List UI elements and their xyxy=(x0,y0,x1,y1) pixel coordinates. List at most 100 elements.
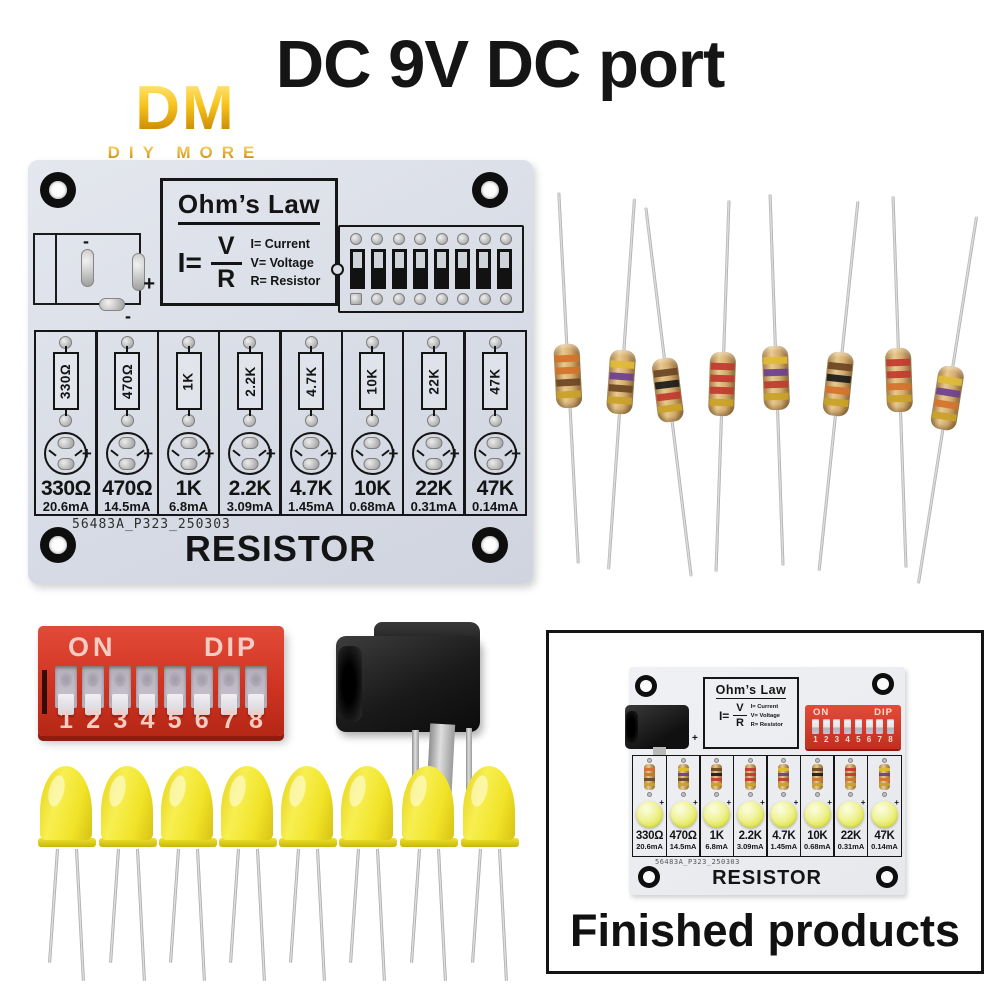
led-pad xyxy=(180,458,198,470)
resistor-current: 3.09mA xyxy=(226,499,273,515)
resistor-color-band xyxy=(711,778,723,781)
formula-i: I= xyxy=(718,709,730,724)
jack-port-opening xyxy=(338,646,362,722)
resistor-current: 6.8mA xyxy=(169,499,209,515)
legend-resistor: R= Resistor xyxy=(250,274,321,289)
plus-mark: + xyxy=(692,798,698,807)
led-footprint xyxy=(167,432,211,475)
dip-footprint-switch xyxy=(434,249,449,289)
assembled-dc-jack xyxy=(625,705,689,756)
dip-footprint-pad xyxy=(392,233,405,245)
yellow-led xyxy=(38,766,96,986)
assembled-led xyxy=(736,801,764,828)
resistor-value: 2.2K xyxy=(228,477,272,500)
mounting-hole xyxy=(635,675,657,697)
led-dome xyxy=(281,766,333,840)
yellow-led xyxy=(279,766,337,986)
solder-pad xyxy=(647,758,653,763)
formula-v: V xyxy=(210,233,242,265)
led-footprint xyxy=(473,432,517,475)
dip-number: 8 xyxy=(249,706,263,734)
resistor-body xyxy=(553,343,583,409)
resistor-color-band xyxy=(644,773,656,776)
loose-resistor xyxy=(757,194,796,567)
ohms-law-title-text: Ohm’s Law xyxy=(715,683,787,699)
finished-products-panel: + Ohm’s Law I= V R I= Current V= Voltage… xyxy=(546,630,984,974)
resistor-value: 470Ω xyxy=(669,830,697,842)
led-footprint xyxy=(105,432,149,475)
resistor-color-band xyxy=(878,783,890,786)
formula-i: I= xyxy=(177,247,202,278)
resistor-color-band xyxy=(710,362,735,371)
page-title: DC 9V DC port xyxy=(275,27,726,102)
solder-pad xyxy=(881,792,887,797)
mounting-hole xyxy=(472,527,508,563)
led-pad xyxy=(425,458,443,470)
resistor-color-band xyxy=(764,392,789,401)
resistor-current: 0.68mA xyxy=(804,842,831,852)
dc-jack-footprint: - + - xyxy=(33,231,155,326)
resistor-color-band xyxy=(764,380,789,389)
mounting-hole xyxy=(472,172,508,208)
dip-footprint-pad xyxy=(414,293,427,305)
led-pad xyxy=(241,437,259,449)
resistor-value: 2.2K xyxy=(738,830,762,842)
led-pad xyxy=(486,437,504,449)
resistor-color-band xyxy=(609,372,634,381)
resistor-color-band xyxy=(887,382,912,391)
resistor-color-band xyxy=(778,778,790,781)
loose-resistor xyxy=(545,192,590,565)
led-dome xyxy=(221,766,273,840)
dip-footprint-pad xyxy=(478,233,491,245)
led-footprint xyxy=(412,432,456,475)
resistor-symbol-label: 22K xyxy=(426,367,442,395)
dip-footprint-pad xyxy=(414,233,427,245)
dip-number: 4 xyxy=(845,735,850,744)
dip-footprint-pad xyxy=(350,293,362,305)
resistor-color-band xyxy=(826,373,852,384)
led-lead xyxy=(75,848,85,981)
resistor-color-band xyxy=(654,379,680,390)
resistor-color-band xyxy=(886,370,911,379)
resistor-color-band xyxy=(763,356,788,365)
led-pad xyxy=(241,458,259,470)
led-lead xyxy=(229,848,240,963)
resistor-value: 330Ω xyxy=(40,477,91,500)
board-title: RESISTOR xyxy=(712,867,822,889)
resistor-color-band xyxy=(656,391,681,402)
resistor-current: 6.8mA xyxy=(705,842,728,852)
solder-pad xyxy=(814,758,820,763)
resistor-value: 4.7K xyxy=(772,830,796,842)
assembled-resistor xyxy=(744,764,756,790)
dip-number: 3 xyxy=(834,735,840,744)
dip-slider xyxy=(244,666,267,715)
minus-mark: - xyxy=(125,306,131,326)
ohms-law-formula: I= V R I= Current V= Voltage R= Resistor xyxy=(705,702,797,729)
formula-fraction: V R xyxy=(733,702,747,729)
dip-footprint-pad xyxy=(350,233,362,245)
pad-row xyxy=(350,293,512,305)
brand-logo: DM DIY MORE xyxy=(78,78,293,163)
led-dome xyxy=(101,766,153,840)
led-pad xyxy=(118,437,136,449)
led-flange xyxy=(159,838,217,847)
resistor-color-band xyxy=(709,386,734,395)
resistor-symbol: 47K xyxy=(482,346,509,416)
led-flange xyxy=(339,838,397,847)
resistor-color-band xyxy=(935,387,961,398)
resistor-body xyxy=(884,347,914,413)
resistor-color-band xyxy=(608,384,633,393)
resistor-symbol-label: 47K xyxy=(487,367,503,395)
led-lead xyxy=(316,848,326,981)
resistor-symbol: 4.7K xyxy=(298,346,325,416)
dip-number: 7 xyxy=(221,706,236,734)
resistor-color-band xyxy=(845,778,857,781)
dip-slider xyxy=(833,719,841,734)
